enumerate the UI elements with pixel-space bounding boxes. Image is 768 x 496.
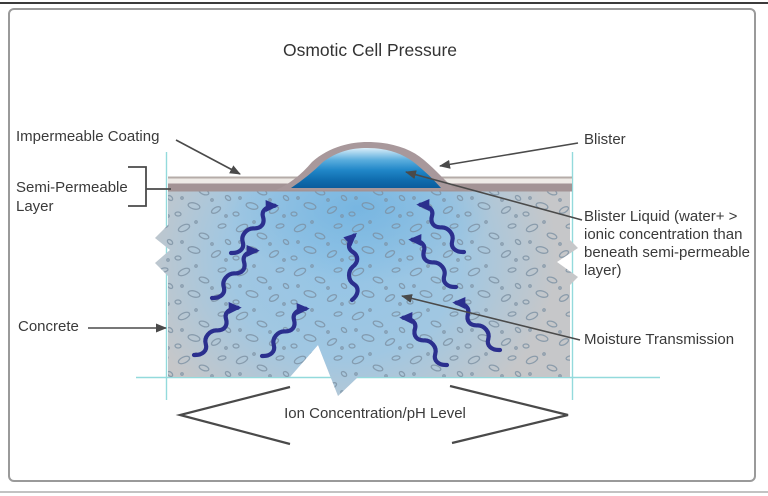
concrete-block: [155, 178, 578, 396]
semi-permeable-bracket: [128, 166, 171, 207]
annotation-arrows: [88, 139, 583, 341]
label-moisture-transmission: Moisture Transmission: [584, 331, 735, 348]
top-rule: [0, 2, 768, 4]
impermeable-coating-arrow-icon: [175, 139, 241, 175]
diagram-title: Osmotic Cell Pressure: [282, 40, 458, 60]
bracket-icon: [128, 166, 147, 207]
label-semi-permeable-layer: Semi-Permeable Layer: [16, 179, 128, 215]
label-blister-liquid: Blister Liquid (water+ > ionic concentra…: [584, 208, 750, 279]
aggregate-texture: [155, 178, 578, 396]
label-blister: Blister: [584, 131, 626, 148]
ion-spread-arrows: [175, 384, 569, 446]
right-chevron-icon: [449, 384, 569, 445]
label-ion-concentration: Ion Concentration/pH Level: [284, 405, 466, 422]
label-concrete: Concrete: [18, 318, 79, 335]
blister-liquid-arrow-icon: [405, 170, 583, 221]
blister-shape: [276, 142, 456, 190]
left-chevron-icon: [175, 385, 291, 446]
bottom-rule: [0, 491, 768, 493]
blister-arrow-icon: [439, 142, 579, 169]
moisture-transmission-arrow-icon: [401, 294, 581, 341]
label-impermeable-coating: Impermeable Coating: [16, 128, 160, 145]
blister-liquid-fill: [291, 148, 441, 188]
